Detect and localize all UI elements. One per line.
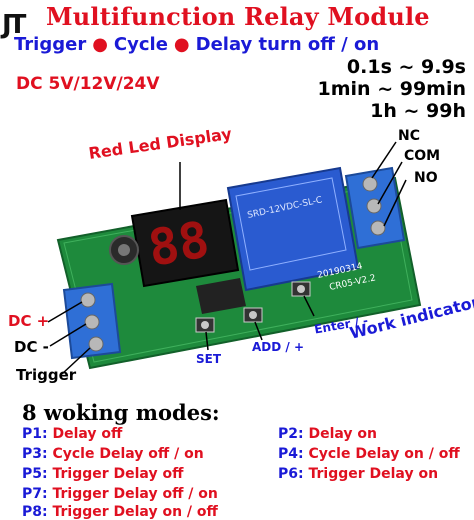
terminal-screw-no: [370, 220, 386, 236]
mode-text: Delay off: [52, 426, 123, 442]
terminal-screw-dc-plus: [80, 292, 96, 308]
ic-chip: [196, 278, 246, 314]
mode-text: Trigger Delay off / on: [52, 486, 218, 502]
add-button-cap: [249, 311, 257, 319]
mode-p2: P2: Delay on: [278, 426, 377, 442]
label-add: ADD / +: [252, 340, 305, 354]
pointer-enter: [303, 295, 315, 317]
capacitor-top: [118, 244, 130, 256]
label-dc-minus: DC -: [14, 338, 49, 356]
terminal-screw-trigger: [88, 336, 104, 352]
pointer-trigger: [61, 347, 91, 375]
mode-p7: P7: Trigger Delay off / on: [22, 486, 218, 502]
label-no: NO: [414, 170, 438, 186]
pointer-com: [377, 161, 403, 205]
label-com: COM: [404, 148, 441, 164]
label-set: SET: [196, 352, 222, 366]
relay-board-illustration: SRD-12VDC-SL-C 88 20190314 CR05-V2.2: [47, 141, 422, 375]
led-digits: 88: [144, 210, 213, 278]
mode-p1: P1: Delay off: [22, 426, 122, 442]
mode-code: P8:: [22, 504, 48, 520]
mode-code: P7:: [22, 486, 48, 502]
pointer-dc-plus: [47, 301, 83, 323]
label-trigger: Trigger: [16, 366, 77, 384]
mode-p5: P5: Trigger Delay off: [22, 466, 183, 482]
terminal-screw-com: [366, 198, 382, 214]
mode-text: Trigger Delay on / off: [52, 504, 218, 520]
mode-code: P4:: [278, 446, 304, 462]
pointer-set: [205, 331, 209, 351]
mode-p3: P3: Cycle Delay off / on: [22, 446, 204, 462]
feature-cycle: Cycle: [113, 34, 168, 55]
terminal-screw-nc: [362, 176, 378, 192]
label-nc: NC: [398, 128, 420, 144]
page-title: Multifunction Relay Module: [46, 2, 430, 31]
relay-label-area: [235, 177, 347, 271]
time-ranges: 0.1s ~ 9.9s 1min ~ 99min 1h ~ 99h: [318, 56, 466, 122]
mode-p8: P8: Trigger Delay on / off: [22, 504, 218, 520]
enter-button-cap: [297, 285, 305, 293]
bullet-icon: ●: [173, 34, 190, 55]
feature-delay: Delay turn off / on: [195, 34, 380, 55]
mode-code: P6:: [278, 466, 304, 482]
terminal-screw-dc-minus: [84, 314, 100, 330]
mode-code: P1:: [22, 426, 48, 442]
range-seconds: 0.1s ~ 9.9s: [346, 56, 466, 78]
pointer-nc: [371, 141, 397, 179]
pointer-dc-minus: [49, 323, 87, 347]
bullet-icon: ●: [92, 34, 108, 55]
range-hours: 1h ~ 99h: [370, 100, 466, 122]
logo: JT: [2, 10, 26, 40]
mode-text: Delay on: [308, 426, 378, 442]
pointer-add: [254, 321, 263, 341]
pointer-no: [383, 179, 407, 227]
mode-text: Trigger Delay off: [52, 466, 184, 482]
mode-p6: P6: Trigger Delay on: [278, 466, 438, 482]
mode-p4: P4: Cycle Delay on / off: [278, 446, 460, 462]
modes-title: 8 woking modes:: [22, 400, 220, 425]
mode-code: P5:: [22, 466, 48, 482]
feature-trigger: Trigger: [14, 34, 87, 55]
mode-text: Trigger Delay on: [308, 466, 439, 482]
feature-line: Trigger●Cycle●Delay turn off / on: [14, 34, 379, 55]
mode-text: Cycle Delay on / off: [308, 446, 460, 462]
mode-code: P3:: [22, 446, 48, 462]
label-dc-plus: DC +: [8, 312, 50, 330]
mode-text: Cycle Delay off / on: [52, 446, 204, 462]
set-button-cap: [201, 321, 209, 329]
led-display: [130, 198, 240, 288]
mode-code: P2:: [278, 426, 304, 442]
voltage-label: DC 5V/12V/24V: [16, 74, 160, 94]
relay-component: [226, 166, 360, 292]
range-minutes: 1min ~ 99min: [317, 78, 466, 100]
